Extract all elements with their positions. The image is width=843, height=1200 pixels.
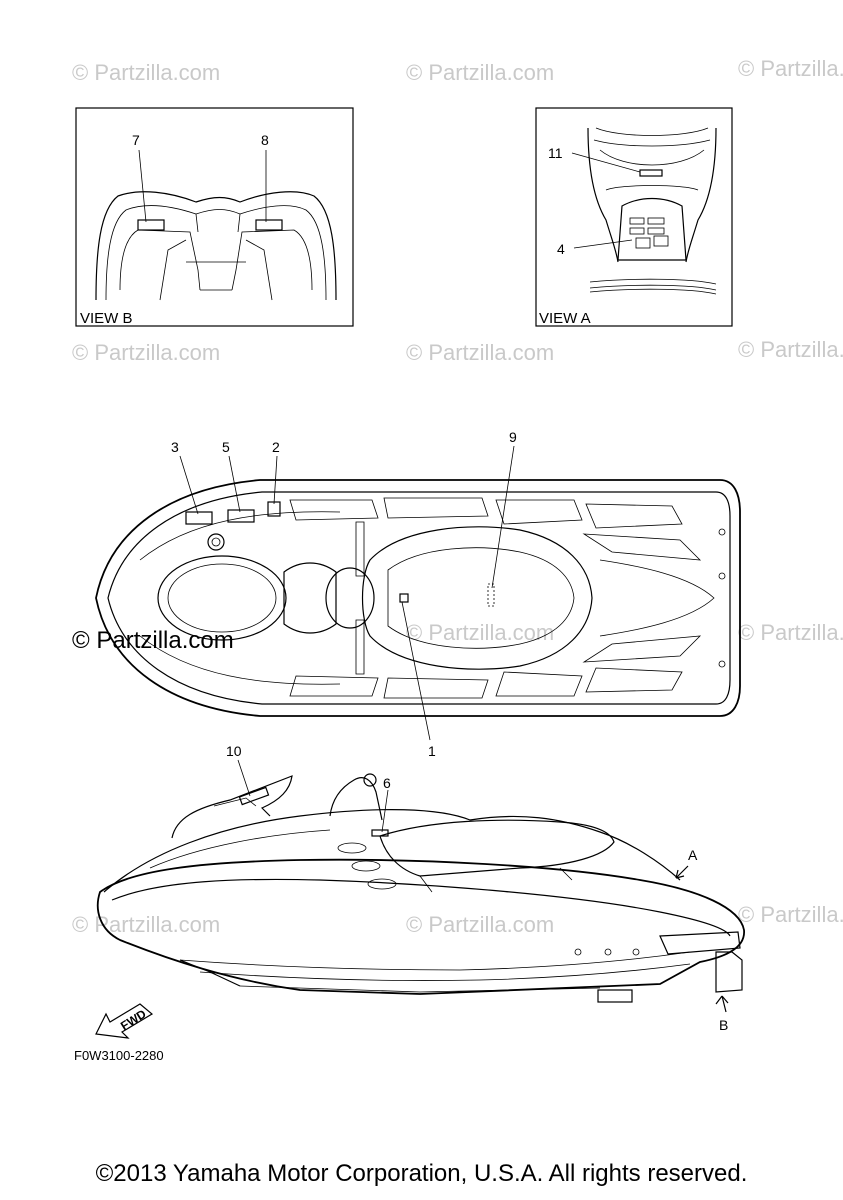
part-code: F0W3100-2280 bbox=[74, 1048, 164, 1063]
view-b-label: VIEW B bbox=[80, 310, 133, 327]
view-b-inset: 7 8 VIEW B bbox=[75, 107, 354, 327]
callout-8: 8 bbox=[261, 132, 269, 148]
watermark: © Partzilla.com bbox=[738, 620, 843, 645]
top-view: 3 5 2 9 1 bbox=[95, 429, 741, 759]
decal-1 bbox=[399, 593, 409, 603]
watermark: © Partzilla.com bbox=[738, 56, 843, 81]
callout-4: 4 bbox=[557, 241, 565, 257]
callout-3: 3 bbox=[171, 439, 179, 455]
view-a-inset: 11 4 VIEW A bbox=[535, 107, 733, 327]
fwd-label: FWD bbox=[118, 1006, 149, 1033]
decal-3 bbox=[185, 511, 213, 525]
decal-9 bbox=[487, 583, 495, 607]
watermark: © Partzilla.com bbox=[72, 340, 220, 365]
copyright: ©2013 Yamaha Motor Corporation, U.S.A. A… bbox=[95, 1160, 748, 1187]
decal-11 bbox=[639, 169, 663, 177]
view-b-arrow-icon bbox=[715, 995, 729, 1013]
fwd-arrow-icon: FWD bbox=[95, 1003, 154, 1039]
side-view: 10 6 A B FWD bbox=[95, 743, 745, 1039]
decal-8 bbox=[255, 219, 283, 231]
decal-10 bbox=[238, 786, 270, 806]
view-a-arrow-icon bbox=[675, 865, 689, 879]
callout-9: 9 bbox=[509, 429, 517, 445]
watermark: © Partzilla.com bbox=[406, 60, 554, 85]
callout-1: 1 bbox=[428, 743, 436, 759]
decal-6 bbox=[371, 829, 389, 837]
callout-5: 5 bbox=[222, 439, 230, 455]
watermark: © Partzilla.com bbox=[738, 902, 843, 927]
callout-11: 11 bbox=[548, 145, 563, 161]
view-a-frame bbox=[535, 107, 733, 327]
watermark: © Partzilla.com bbox=[406, 912, 554, 937]
watermark: © Partzilla.com bbox=[406, 340, 554, 365]
watermarks: © Partzilla.com © Partzilla.com © Partzi… bbox=[72, 56, 843, 937]
decal-5 bbox=[227, 509, 255, 523]
watermark-prominent: © Partzilla.com bbox=[72, 627, 234, 654]
callout-7: 7 bbox=[132, 132, 140, 148]
callout-6: 6 bbox=[383, 775, 391, 791]
view-b-frame bbox=[75, 107, 354, 327]
watermark: © Partzilla.com bbox=[72, 912, 220, 937]
arrow-b-label: B bbox=[719, 1017, 728, 1033]
view-a-label: VIEW A bbox=[539, 310, 591, 327]
callout-10: 10 bbox=[226, 743, 242, 759]
callout-2: 2 bbox=[272, 439, 280, 455]
watermark: © Partzilla.com bbox=[406, 620, 554, 645]
watermark: © Partzilla.com bbox=[738, 337, 843, 362]
arrow-a-label: A bbox=[688, 847, 698, 863]
watermark: © Partzilla.com bbox=[72, 60, 220, 85]
decal-7 bbox=[137, 219, 165, 231]
